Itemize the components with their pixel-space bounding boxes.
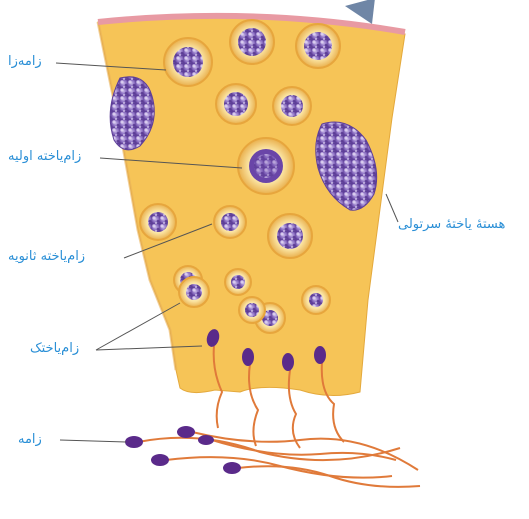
sperm-cells xyxy=(125,426,420,487)
label-sperm: زامه xyxy=(18,433,42,446)
label-spermatid: زام‌یاختک xyxy=(30,342,79,355)
arrow-icon xyxy=(345,0,375,24)
label-sertoli-nucleus: هستهٔ یاختهٔ سرتولی xyxy=(398,218,505,231)
label-spermatogonium: زامه‌زا xyxy=(8,55,42,68)
label-secondary-spermatocyte: زام‌یاخته ثانویه xyxy=(8,250,85,263)
label-primary-spermatocyte: زام‌یاخته اولیه xyxy=(8,150,81,163)
